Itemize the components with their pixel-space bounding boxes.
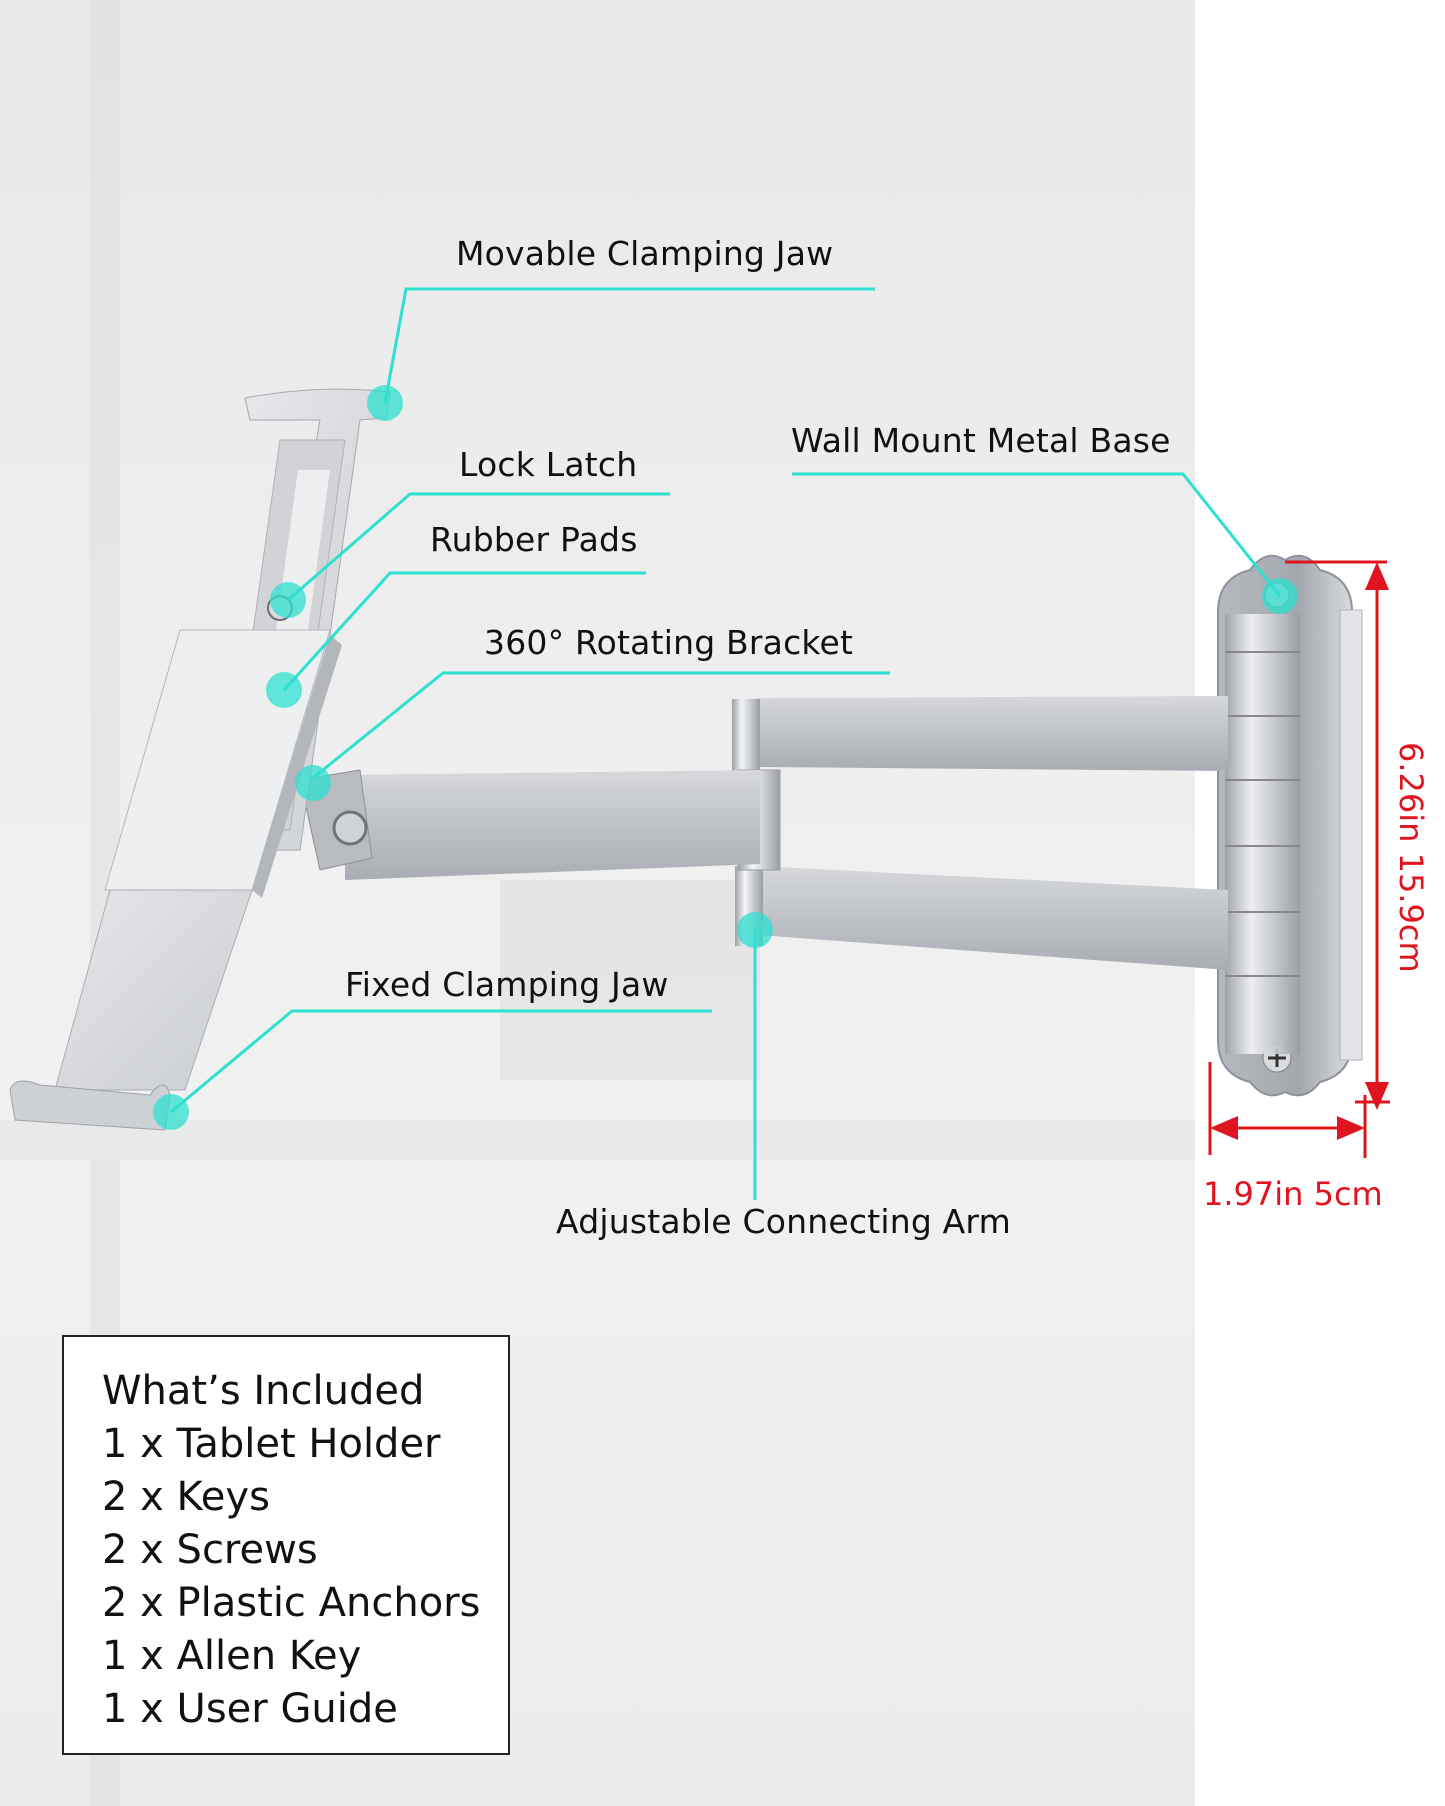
dimension-width-label: 1.97in 5cm bbox=[1203, 1175, 1383, 1213]
arrow-down-icon bbox=[1365, 1082, 1389, 1110]
callout-dot-rotating-bracket bbox=[295, 765, 331, 801]
included-item: 1 x User Guide bbox=[102, 1686, 398, 1732]
callout-dot-fixed-jaw bbox=[153, 1094, 189, 1130]
arrow-right-icon bbox=[1337, 1116, 1365, 1140]
label-lock-latch: Lock Latch bbox=[459, 445, 638, 484]
bg-desk bbox=[0, 1120, 1195, 1160]
included-item: 2 x Screws bbox=[102, 1527, 318, 1573]
callout-dot-lock-latch bbox=[270, 582, 306, 618]
label-movable-clamping-jaw: Movable Clamping Jaw bbox=[456, 234, 834, 273]
dimension-height-label: 6.26in 15.9cm bbox=[1392, 742, 1430, 973]
callout-dot-rubber-pads bbox=[266, 672, 302, 708]
lower-arm bbox=[735, 769, 1228, 970]
dimension-lines bbox=[1208, 560, 1390, 1158]
hinge-cylinder bbox=[1225, 614, 1300, 1054]
hex-bolt-icon bbox=[332, 810, 368, 846]
callout-lines bbox=[170, 287, 1282, 1200]
front-arm bbox=[299, 769, 760, 880]
callout-line-wall-base bbox=[792, 472, 1282, 597]
callout-dot-connecting-arm bbox=[737, 912, 773, 948]
label-adjustable-connecting-arm: Adjustable Connecting Arm bbox=[556, 1202, 1011, 1241]
callout-line-fixed-jaw bbox=[170, 1009, 712, 1114]
callout-line-rotating-bracket bbox=[312, 671, 890, 780]
included-item: 2 x Plastic Anchors bbox=[102, 1580, 481, 1626]
included-item: 1 x Tablet Holder bbox=[102, 1421, 441, 1467]
bg-monitor bbox=[500, 880, 760, 1080]
whats-included-box: What’s Included 1 x Tablet Holder 2 x Ke… bbox=[62, 1335, 510, 1755]
wall-mount-base bbox=[1217, 554, 1363, 1097]
lower-rail bbox=[54, 889, 253, 1091]
callout-dot-movable-jaw bbox=[367, 385, 403, 421]
callout-dots bbox=[153, 385, 1298, 1130]
arrow-left-icon bbox=[1210, 1116, 1238, 1140]
callout-dot-wall-base bbox=[1262, 578, 1298, 614]
tablet-holder bbox=[9, 388, 391, 1131]
whats-included-title: What’s Included bbox=[102, 1368, 425, 1414]
label-wall-mount-metal-base: Wall Mount Metal Base bbox=[791, 421, 1171, 460]
label-fixed-clamping-jaw: Fixed Clamping Jaw bbox=[345, 965, 669, 1004]
label-rubber-pads: Rubber Pads bbox=[430, 520, 638, 559]
callout-line-rubber-pads bbox=[282, 571, 646, 692]
included-item: 1 x Allen Key bbox=[102, 1633, 362, 1679]
arrow-up-icon bbox=[1365, 562, 1389, 590]
upper-arm bbox=[732, 696, 1228, 789]
callout-line-movable-jaw bbox=[383, 287, 875, 404]
included-item: 2 x Keys bbox=[102, 1474, 270, 1520]
callout-line-lock-latch bbox=[287, 492, 670, 602]
label-rotating-bracket: 360° Rotating Bracket bbox=[484, 623, 854, 662]
